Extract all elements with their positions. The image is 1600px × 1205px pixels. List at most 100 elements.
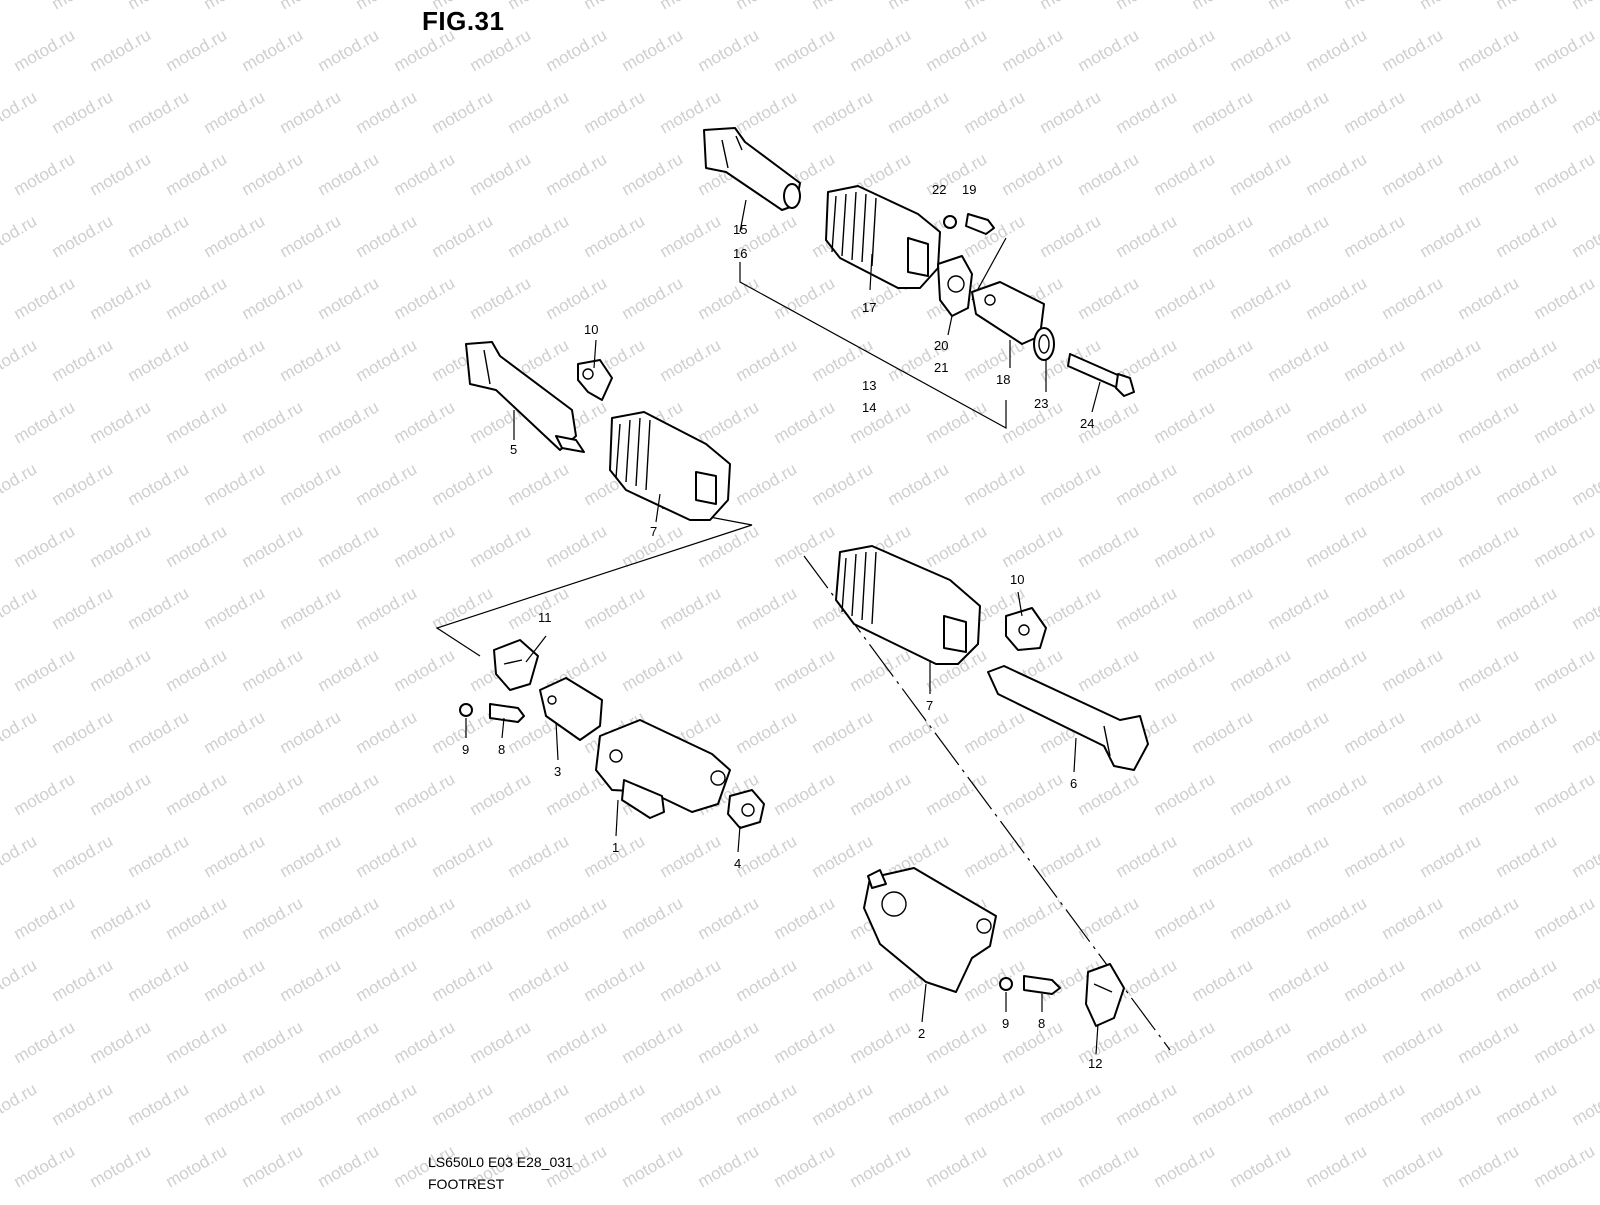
watermark-text: motod.ru	[125, 583, 193, 633]
watermark-text: motod.ru	[923, 1017, 991, 1067]
watermark-text: motod.ru	[87, 397, 155, 447]
watermark-text: motod.ru	[809, 1079, 877, 1129]
watermark-text: motod.ru	[1493, 211, 1561, 261]
watermark-text: motod.ru	[695, 645, 763, 695]
callout-15: 15	[733, 222, 747, 237]
watermark-text: motod.ru	[657, 335, 725, 385]
watermark-text: motod.ru	[1227, 521, 1295, 571]
watermark-text: motod.ru	[581, 831, 649, 881]
watermark-text: motod.ru	[847, 25, 915, 75]
watermark-text: motod.ru	[1151, 1017, 1219, 1067]
watermark-text: motod.ru	[695, 1141, 763, 1191]
watermark-text: motod.ru	[543, 273, 611, 323]
watermark-text: motod.ru	[809, 87, 877, 137]
watermark-text: motod.ru	[1189, 583, 1257, 633]
watermark-text: motod.ru	[11, 397, 79, 447]
figure-title: FIG.31	[422, 6, 504, 37]
watermark-text: motod.ru	[1303, 645, 1371, 695]
watermark-text: motod.ru	[201, 583, 269, 633]
watermark-text: motod.ru	[1455, 521, 1523, 571]
watermark-text: motod.ru	[999, 1141, 1067, 1191]
watermark-text: motod.ru	[49, 831, 117, 881]
watermark-text: motod.ru	[1303, 1017, 1371, 1067]
watermark-text: motod.ru	[1417, 87, 1485, 137]
watermark-text: motod.ru	[239, 521, 307, 571]
watermark-text: motod.ru	[1379, 1017, 1447, 1067]
watermark-text: motod.ru	[1531, 521, 1599, 571]
watermark-text: motod.ru	[315, 893, 383, 943]
watermark-text: motod.ru	[1303, 273, 1371, 323]
watermark-text: motod.ru	[771, 893, 839, 943]
watermark-text: motod.ru	[0, 583, 40, 633]
watermark-text: motod.ru	[353, 0, 421, 13]
watermark-text: motod.ru	[467, 521, 535, 571]
watermark-text: motod.ru	[1227, 893, 1295, 943]
watermark-text: motod.ru	[1189, 459, 1257, 509]
part-24-bolt	[1068, 354, 1134, 396]
watermark-text: motod.ru	[1531, 893, 1599, 943]
watermark-text: motod.ru	[543, 1017, 611, 1067]
watermark-text: motod.ru	[87, 521, 155, 571]
watermark-text: motod.ru	[1493, 583, 1561, 633]
watermark-text: motod.ru	[733, 1079, 801, 1129]
watermark-text: motod.ru	[277, 335, 345, 385]
watermark-text: motod.ru	[11, 521, 79, 571]
watermark-text: motod.ru	[201, 955, 269, 1005]
watermark-text: motod.ru	[1227, 1141, 1295, 1191]
watermark-text: motod.ru	[315, 521, 383, 571]
watermark-text: motod.ru	[277, 211, 345, 261]
watermark-text: motod.ru	[1417, 0, 1485, 13]
watermark-text: motod.ru	[0, 955, 40, 1005]
watermark-text: motod.ru	[87, 645, 155, 695]
watermark-text: motod.ru	[49, 707, 117, 757]
watermark-text: motod.ru	[1379, 1141, 1447, 1191]
watermark-text: motod.ru	[0, 335, 40, 385]
watermark-text: motod.ru	[771, 273, 839, 323]
watermark-text: motod.ru	[771, 645, 839, 695]
part-23-washer	[1034, 328, 1054, 360]
watermark-text: motod.ru	[0, 1079, 40, 1129]
watermark-text: motod.ru	[391, 769, 459, 819]
callout-2: 2	[918, 1026, 925, 1041]
watermark-text: motod.ru	[125, 211, 193, 261]
watermark-text: motod.ru	[771, 25, 839, 75]
watermark-text: motod.ru	[1531, 1017, 1599, 1067]
watermark-text: motod.ru	[771, 1017, 839, 1067]
watermark-text: motod.ru	[1341, 831, 1409, 881]
watermark-text: motod.ru	[1075, 149, 1143, 199]
callout-7-lower: 7	[926, 698, 933, 713]
watermark-text: motod.ru	[657, 0, 725, 13]
watermark-text: motod.ru	[885, 459, 953, 509]
watermark-text: motod.ru	[657, 955, 725, 1005]
part-9-nut-left	[460, 704, 472, 716]
watermark-text: motod.ru	[353, 831, 421, 881]
watermark-text: motod.ru	[961, 831, 1029, 881]
watermark-text: motod.ru	[809, 831, 877, 881]
watermark-text: motod.ru	[505, 583, 573, 633]
watermark-text: motod.ru	[1189, 831, 1257, 881]
watermark-text: motod.ru	[1569, 583, 1600, 633]
watermark-text: motod.ru	[49, 211, 117, 261]
watermark-text: motod.ru	[1113, 583, 1181, 633]
watermark-text: motod.ru	[771, 1141, 839, 1191]
watermark-text: motod.ru	[467, 149, 535, 199]
watermark-text: motod.ru	[733, 0, 801, 13]
callout-24: 24	[1080, 416, 1094, 431]
watermark-text: motod.ru	[1341, 0, 1409, 13]
part-9-nut-right	[1000, 978, 1012, 990]
watermark-text: motod.ru	[1303, 397, 1371, 447]
watermark-text: motod.ru	[1113, 831, 1181, 881]
watermark-text: motod.ru	[733, 87, 801, 137]
watermark-text: motod.ru	[1075, 769, 1143, 819]
watermark-text: motod.ru	[999, 893, 1067, 943]
watermark-text: motod.ru	[429, 583, 497, 633]
watermark-text: motod.ru	[999, 25, 1067, 75]
watermark-text: motod.ru	[1455, 1017, 1523, 1067]
watermark-text: motod.ru	[999, 769, 1067, 819]
watermark-text: motod.ru	[923, 1141, 991, 1191]
watermark-text: motod.ru	[1075, 521, 1143, 571]
watermark-text: motod.ru	[1075, 893, 1143, 943]
watermark-text: motod.ru	[239, 273, 307, 323]
part-19-pin	[966, 214, 994, 234]
watermark-text: motod.ru	[1113, 0, 1181, 13]
